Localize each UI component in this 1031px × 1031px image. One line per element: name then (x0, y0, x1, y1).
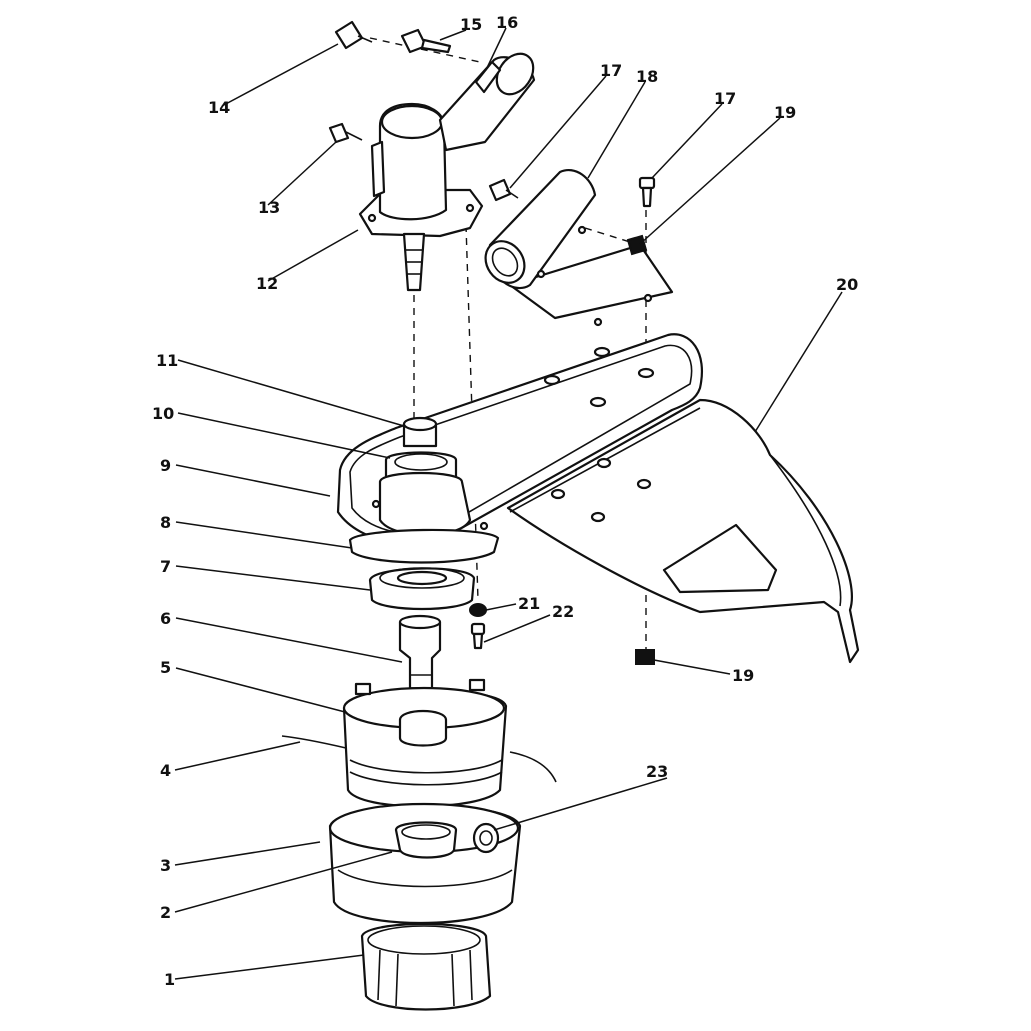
callout-4: 4 (160, 761, 171, 780)
callout-21: 21 (518, 594, 540, 613)
gear-head-housing (358, 52, 536, 292)
tube-bracket (484, 169, 674, 327)
callout-16: 16 (496, 13, 518, 32)
lower-hardware (469, 603, 655, 665)
deflector-shield (506, 398, 860, 664)
callout-22: 22 (552, 602, 574, 621)
callout-14: 14 (208, 98, 230, 117)
callout-11: 11 (156, 351, 178, 370)
bump-knob (360, 922, 492, 1011)
callout-3: 3 (160, 856, 171, 875)
callout-9: 9 (160, 456, 171, 475)
callout-20: 20 (836, 275, 858, 294)
callout-12: 12 (256, 274, 278, 293)
callout-17-left: 17 (600, 61, 622, 80)
housing-bolts (328, 20, 452, 144)
callout-8: 8 (160, 513, 171, 532)
trimmer-housing (328, 802, 522, 925)
upper-bolts (488, 176, 656, 256)
callout-2: 2 (160, 903, 171, 922)
callout-19-lower: 19 (732, 666, 754, 685)
callout-18: 18 (636, 67, 658, 86)
callout-6: 6 (160, 609, 171, 628)
callout-1: 1 (164, 970, 175, 989)
leader-lines (174, 27, 843, 980)
callout-10: 10 (152, 404, 174, 423)
callout-23: 23 (646, 762, 668, 781)
callout-7: 7 (160, 557, 171, 576)
callout-15: 15 (460, 15, 482, 34)
callout-13: 13 (258, 198, 280, 217)
callout-labels: 1 2 3 4 5 6 7 8 9 10 11 12 13 14 15 16 1… (152, 13, 858, 989)
bearing-stack (348, 416, 500, 611)
callout-19-upper: 19 (774, 103, 796, 122)
callout-17-right: 17 (714, 89, 736, 108)
line-spool (281, 678, 557, 808)
plate-slots (543, 346, 655, 523)
callout-5: 5 (160, 658, 171, 677)
